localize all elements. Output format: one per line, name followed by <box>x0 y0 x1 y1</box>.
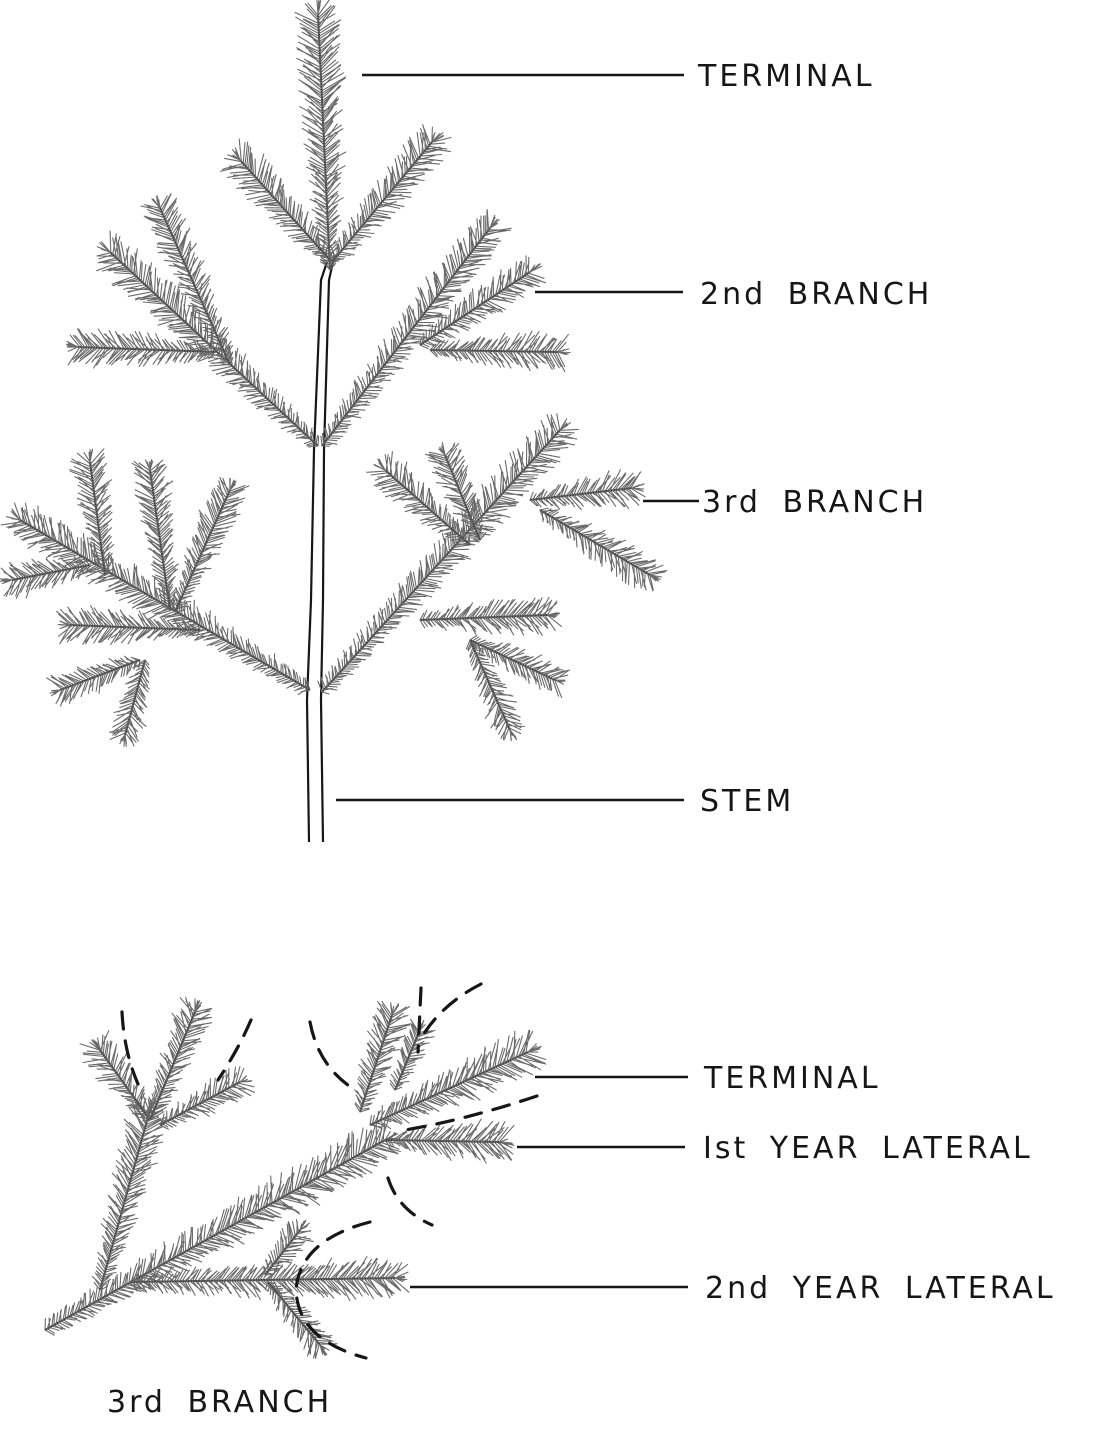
label-first-year-lateral: Ist YEAR LATERAL <box>703 1134 1033 1164</box>
caption-third-branch: 3rd BRANCH <box>107 1388 332 1418</box>
label-third-branch: 3rd BRANCH <box>702 488 927 518</box>
label-second-branch: 2nd BRANCH <box>700 280 932 310</box>
dash-mid-arc <box>310 1022 352 1088</box>
label-second-year-lateral: 2nd YEAR LATERAL <box>705 1274 1056 1304</box>
label-terminal-lower: TERMINAL <box>704 1064 881 1094</box>
label-terminal-upper: TERMINAL <box>698 62 875 92</box>
leader-lines <box>336 75 699 1287</box>
label-stem: STEM <box>700 787 794 817</box>
upper-tree-drawing <box>0 0 667 842</box>
dash-lower-arc <box>388 1178 432 1225</box>
lower-branch-drawing <box>45 997 546 1358</box>
dash-top-vertical <box>418 988 421 1052</box>
